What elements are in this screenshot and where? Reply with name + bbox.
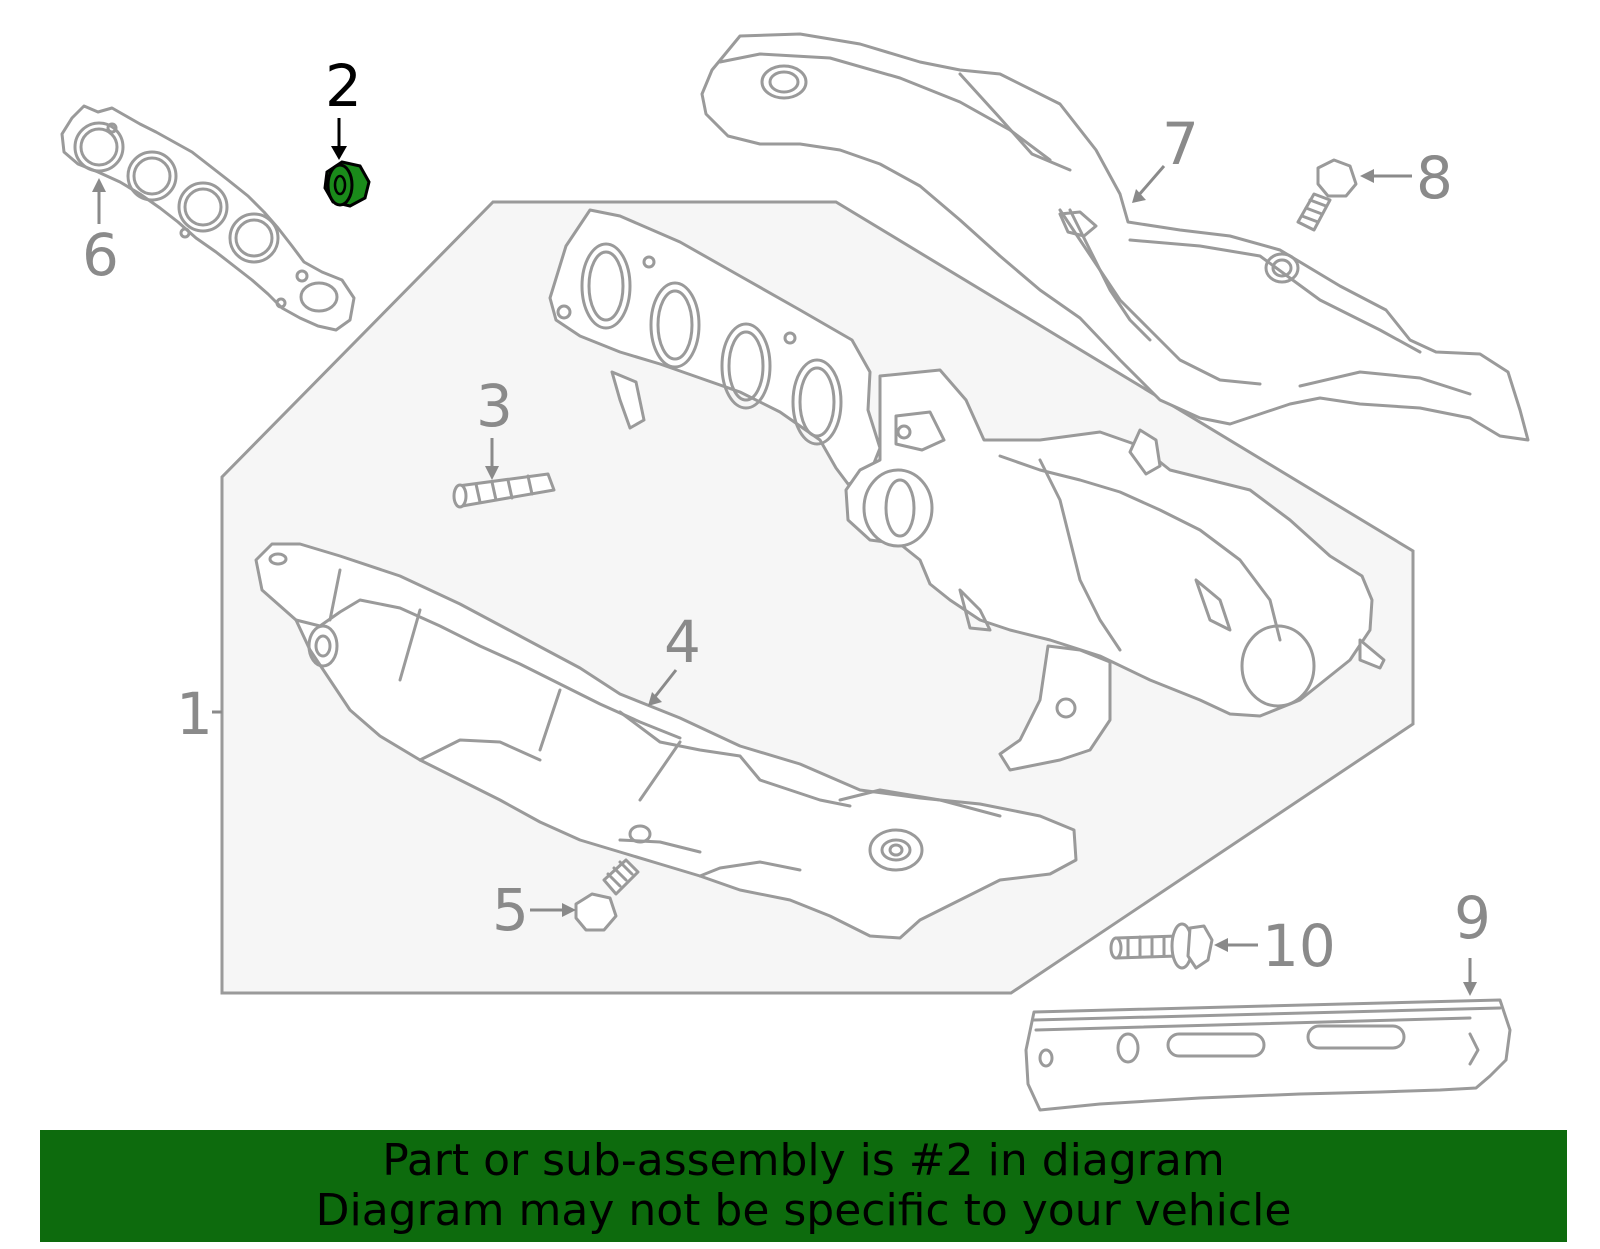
callout-8: 8 (1416, 144, 1453, 212)
part-2-nut[interactable] (323, 160, 371, 208)
callout-3: 3 (476, 372, 513, 440)
part-9-bracket[interactable] (1024, 998, 1512, 1112)
callout-2: 2 (325, 52, 362, 120)
callout-1: 1 (176, 680, 213, 748)
part-8-bolt[interactable] (1296, 158, 1358, 232)
part-7-upper-heat-shield[interactable] (700, 32, 1530, 442)
callout-7: 7 (1162, 110, 1199, 178)
callout-4: 4 (664, 608, 701, 676)
part-3-stud[interactable] (452, 472, 556, 509)
part-6-gasket[interactable] (60, 104, 356, 332)
part-4-lower-heat-shield[interactable] (254, 542, 1078, 940)
exhaust-manifold (548, 208, 1386, 772)
part-10-bolt[interactable] (1109, 922, 1214, 970)
callout-9: 9 (1454, 884, 1491, 952)
callout-10: 10 (1262, 912, 1336, 980)
banner-line-1: Part or sub-assembly is #2 in diagram (382, 1135, 1225, 1186)
banner-line-2: Diagram may not be specific to your vehi… (315, 1185, 1292, 1236)
info-banner: Part or sub-assembly is #2 in diagram Di… (40, 1130, 1567, 1242)
callout-5: 5 (492, 876, 529, 944)
callout-6: 6 (82, 221, 119, 289)
part-5-bolt[interactable] (574, 858, 640, 932)
